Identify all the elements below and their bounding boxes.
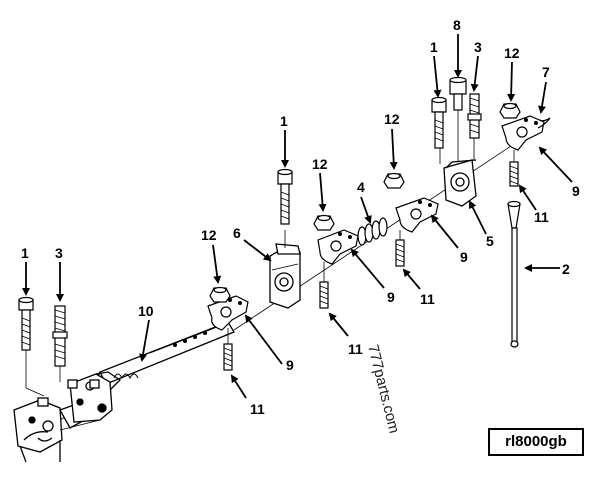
callout-2: 2 <box>562 261 570 277</box>
callout-11-b: 11 <box>348 341 363 357</box>
callout-12-b: 12 <box>312 156 328 172</box>
callout-12-a: 12 <box>201 227 217 243</box>
bolt-5-left <box>431 96 447 149</box>
stud-5 <box>467 93 482 139</box>
bolt-left <box>18 296 45 397</box>
callout-9-b: 9 <box>387 289 395 305</box>
callout-labels: 1 3 10 12 11 9 6 1 12 11 9 4 12 11 9 5 1… <box>21 17 580 417</box>
callout-arrows <box>22 34 573 399</box>
nut-a <box>209 286 231 303</box>
adjusting-screw-a <box>223 328 233 371</box>
callout-7: 7 <box>542 64 550 80</box>
callout-9-a: 9 <box>286 357 294 373</box>
adjusting-screw-b <box>319 262 329 309</box>
rocker-arm-b <box>317 229 359 265</box>
callout-3-right: 3 <box>474 39 482 55</box>
callout-11-c: 11 <box>420 291 435 307</box>
stud-left <box>52 305 68 382</box>
push-rod <box>507 200 521 348</box>
assembled-rocker-unit <box>13 371 122 463</box>
callout-8: 8 <box>453 17 461 33</box>
callout-9-c: 9 <box>460 249 468 265</box>
callout-1-left: 1 <box>21 245 29 261</box>
callout-11-d: 11 <box>534 209 549 225</box>
adjusting-screw-c <box>395 230 405 267</box>
rocker-arm-a <box>207 295 249 331</box>
rocker-bracket-6 <box>269 230 301 309</box>
callout-4: 4 <box>357 179 365 195</box>
nut-c <box>383 172 405 189</box>
nut-d <box>499 102 521 119</box>
callout-9-d: 9 <box>572 183 580 199</box>
callout-12-d: 12 <box>504 45 520 61</box>
callout-11-a: 11 <box>250 401 265 417</box>
adjusting-screw-d <box>509 150 519 187</box>
nut-b <box>313 214 335 231</box>
spring-4 <box>357 217 388 246</box>
rocker-shaft <box>98 321 235 385</box>
bolt-8 <box>449 76 467 111</box>
callout-6: 6 <box>233 225 241 241</box>
retaining-clip <box>537 117 551 129</box>
callout-10: 10 <box>138 303 154 319</box>
figure-code-label: rl8000gb <box>488 428 584 456</box>
callout-1-mid: 1 <box>280 113 288 129</box>
watermark-text: 777parts.com <box>364 343 402 435</box>
callout-1-right: 1 <box>430 39 438 55</box>
rocker-arm-c <box>395 197 439 233</box>
callout-5: 5 <box>486 233 494 249</box>
bolt-6 <box>277 168 293 225</box>
rocker-bracket-5 <box>439 110 477 207</box>
callout-3-left: 3 <box>55 245 63 261</box>
rocker-arm-d <box>501 115 545 151</box>
callout-12-c: 12 <box>384 111 400 127</box>
